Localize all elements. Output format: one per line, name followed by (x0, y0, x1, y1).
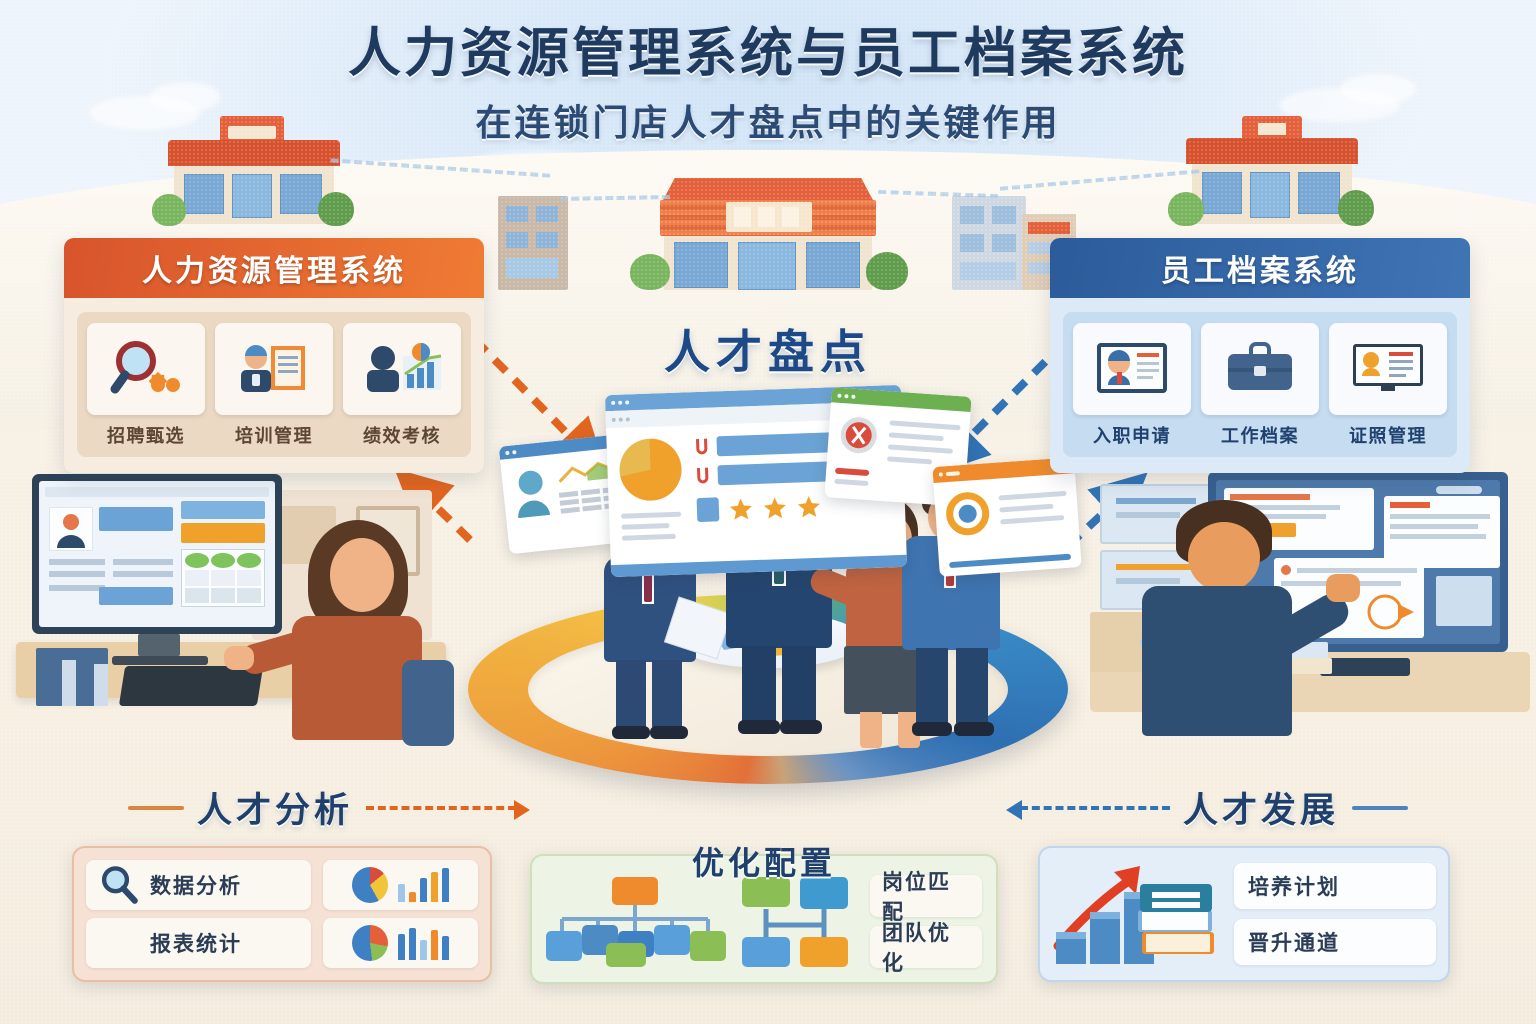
left-panel-item-label: 培训管理 (235, 426, 313, 446)
development-row-1[interactable]: 晋升通道 (1234, 919, 1436, 965)
building-block (498, 196, 568, 290)
store-building-center (630, 178, 908, 290)
cloud (150, 82, 220, 112)
bottom-right-label-group: 人才发展 (1005, 782, 1408, 833)
magnifier-gear-icon (87, 323, 205, 415)
allocation-row-0[interactable]: 岗位匹配 (870, 871, 982, 924)
headline-block: 人力资源管理系统与员工档案系统 在连锁门店人才盘点中的关键作用 (0, 24, 1536, 146)
bottom-card-development[interactable]: 培养计划 晋升通道 (1038, 846, 1450, 982)
right-panel-header: 员工档案系统 (1050, 238, 1470, 298)
left-panel-item-1[interactable]: 培训管理 (215, 323, 333, 448)
hr-staff-figure (224, 520, 454, 746)
left-system-panel[interactable]: 人力资源管理系统 招聘甄选 (64, 238, 484, 473)
label-rule (128, 805, 184, 810)
team-structure-icon (742, 877, 848, 967)
allocation-row-1[interactable]: 团队优化 (870, 922, 982, 975)
right-panel-item-label: 工作档案 (1221, 426, 1299, 446)
right-panel-item-label: 入职申请 (1093, 426, 1171, 446)
label-rule (1352, 805, 1408, 810)
bottom-card-allocation[interactable]: 优化配置 岗位匹配 (530, 845, 998, 984)
archivist-figure (1136, 500, 1360, 736)
right-panel-item-0[interactable]: 入职申请 (1073, 323, 1191, 448)
building-block (952, 196, 1026, 290)
development-row-label: 晋升通道 (1248, 932, 1340, 955)
left-panel-icon-tray: 招聘甄选 (77, 312, 471, 457)
analysis-chart-0 (322, 860, 478, 910)
development-row-label: 培养计划 (1248, 876, 1340, 899)
growth-arrow-icon (1053, 866, 1214, 964)
store-building-left (152, 116, 354, 226)
magnifier-icon (101, 866, 138, 904)
id-card-icon (1073, 323, 1191, 415)
analysis-chart-1 (322, 918, 478, 968)
page-subtitle: 在连锁门店人才盘点中的关键作用 (475, 102, 1061, 144)
dashboard-card-metric[interactable] (932, 457, 1082, 577)
pie-chart-icon (351, 867, 388, 903)
right-scene-archive (1090, 462, 1530, 742)
analysis-row-label: 数据分析 (150, 875, 242, 898)
staff-document-icon (215, 323, 333, 415)
dashed-arrow-right (366, 799, 531, 820)
left-scene-hr-desk (16, 470, 454, 746)
left-panel-item-0[interactable]: 招聘甄选 (87, 323, 205, 448)
left-panel-item-label: 绩效考核 (363, 426, 441, 446)
analysis-row-1[interactable]: 报表统计 (86, 918, 311, 968)
right-panel-icon-tray: 入职申请 工作档案 (1063, 312, 1457, 457)
bottom-left-label-group: 人才分析 (128, 782, 531, 833)
left-panel-item-2[interactable]: 绩效考核 (343, 323, 461, 448)
bottom-left-label: 人才分析 (197, 791, 354, 830)
connector-strip (559, 195, 671, 210)
profile-chart-icon (343, 323, 461, 415)
credential-screen-icon (1329, 323, 1447, 415)
cloud (1340, 74, 1416, 104)
dashboard-card-main[interactable] (604, 384, 908, 578)
analysis-row-0[interactable]: 数据分析 (86, 860, 311, 910)
page-title: 人力资源管理系统与员工档案系统 (348, 24, 1188, 83)
allocation-row-label: 团队优化 (882, 921, 951, 975)
pie-chart-icon (351, 925, 388, 961)
right-system-panel[interactable]: 员工档案系统 (1050, 238, 1470, 473)
dashed-arrow-left (1005, 799, 1170, 820)
org-chart-icon (546, 877, 726, 967)
right-panel-item-2[interactable]: 证照管理 (1329, 323, 1447, 448)
allocation-row-label: 岗位匹配 (882, 870, 951, 924)
bottom-card-analysis[interactable]: 数据分析 报表统计 (72, 846, 492, 982)
right-panel-item-label: 证照管理 (1349, 426, 1427, 446)
bottom-right-label: 人才发展 (1182, 791, 1339, 830)
center-title: 人才盘点 (664, 326, 872, 378)
analysis-row-label: 报表统计 (150, 933, 242, 956)
left-panel-item-label: 招聘甄选 (107, 426, 185, 446)
right-panel-item-1[interactable]: 工作档案 (1201, 323, 1319, 448)
briefcase-icon (1201, 323, 1319, 415)
dashboard-card-alert[interactable] (824, 387, 972, 507)
books-icon (1138, 884, 1214, 954)
left-panel-header: 人力资源管理系统 (64, 238, 484, 298)
development-row-0[interactable]: 培养计划 (1234, 863, 1436, 909)
bar-chart-icon (397, 868, 449, 902)
store-building-right (1168, 116, 1374, 226)
bar-chart-icon (397, 926, 449, 960)
bottom-center-label: 优化配置 (691, 845, 837, 881)
